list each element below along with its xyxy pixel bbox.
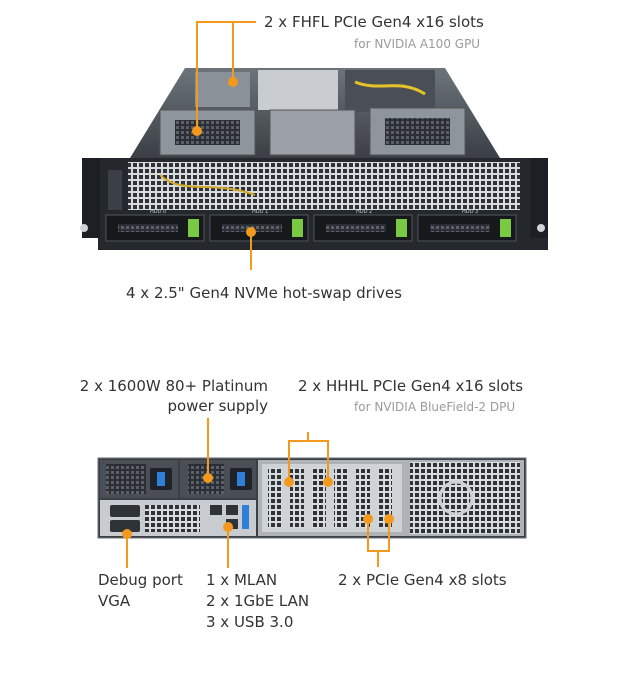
front-callout-lines (196, 21, 256, 270)
pcie-slot-brackets (268, 468, 392, 528)
bay-label: HDD 3 (462, 209, 478, 215)
rear-callout-lines (126, 418, 390, 568)
psu-marker (203, 473, 213, 483)
gpu-slots-label: 2 x FHFL PCIe Gen4 x16 slots (264, 13, 484, 31)
bay-label: HDD 0 (150, 209, 166, 215)
x8-slot-marker (363, 514, 373, 524)
drive-bays (105, 214, 517, 242)
debug-port-marker (122, 529, 132, 539)
bay-label: HDD 1 (252, 209, 268, 215)
dpu-slots-label: 2 x HHHL PCIe Gen4 x16 slots (298, 377, 524, 395)
gpu-slot-marker (192, 126, 202, 136)
vga-label: VGA (98, 592, 131, 610)
usb-label: 3 x USB 3.0 (206, 613, 294, 631)
psu-label-line1: 2 x 1600W 80+ Platinum (79, 377, 268, 395)
lan-label: 2 x 1GbE LAN (206, 592, 310, 610)
gpu-slot-marker (228, 77, 238, 87)
debug-port-label: Debug port (98, 571, 183, 589)
x8-slots-label: 2 x PCIe Gen4 x8 slots (338, 571, 507, 589)
io-marker (223, 522, 233, 532)
bay-label: HDD 2 (356, 209, 372, 215)
psu-label-line2: power supply (167, 397, 268, 415)
drive-marker (246, 227, 256, 237)
mlan-label: 1 x MLAN (206, 571, 278, 589)
drives-label: 4 x 2.5" Gen4 NVMe hot-swap drives (126, 284, 402, 302)
dpu-slots-note: for NVIDIA BlueField-2 DPU (354, 400, 516, 414)
gpu-slots-note: for NVIDIA A100 GPU (354, 37, 481, 51)
dpu-slot-marker (284, 477, 294, 487)
dpu-slot-marker (323, 477, 333, 487)
x8-slot-marker (384, 514, 394, 524)
front-server-image (80, 68, 548, 250)
rear-server-image (97, 457, 527, 539)
